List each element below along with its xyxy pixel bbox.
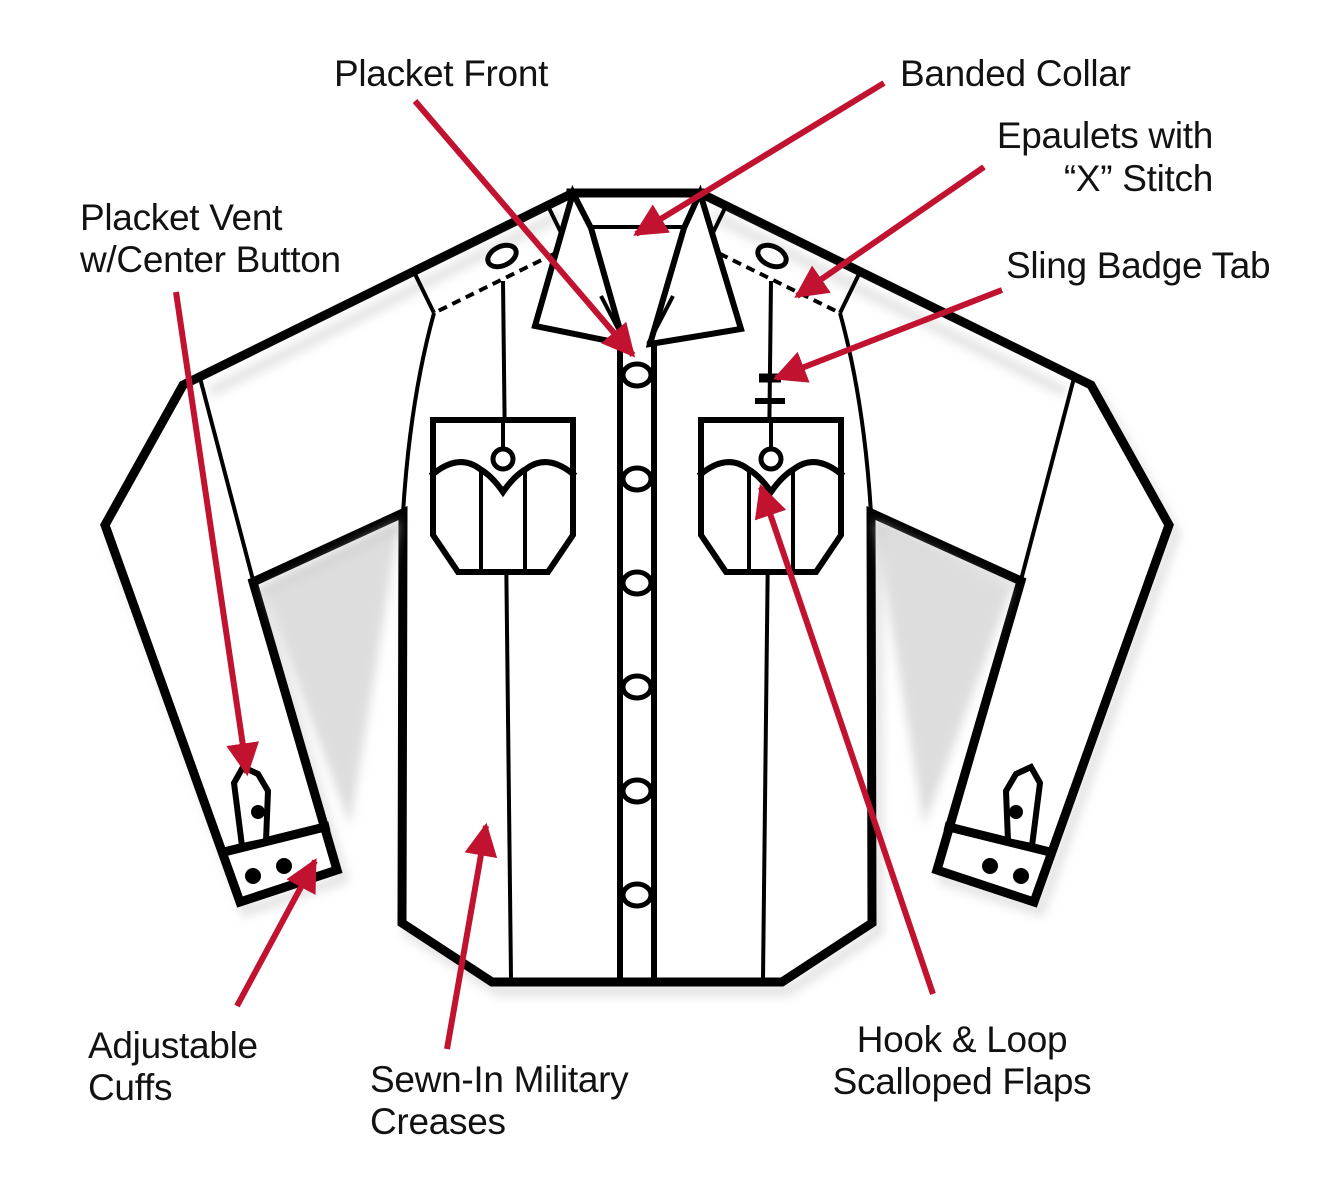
right-armhole-seam bbox=[838, 312, 873, 514]
label-epaulets-line2: “X” Stitch bbox=[1064, 158, 1213, 199]
label-placket-vent-line2: w/Center Button bbox=[79, 239, 341, 280]
label-sling-badge-tab: Sling Badge Tab bbox=[1006, 245, 1270, 286]
placket-front bbox=[617, 345, 657, 984]
placket-button bbox=[620, 673, 654, 701]
label-adjustable-cuffs-line2: Cuffs bbox=[88, 1067, 172, 1108]
arrow-scalloped-flaps-icon bbox=[754, 483, 936, 995]
right-pocket-button bbox=[758, 446, 784, 472]
shirt-drop-shadow bbox=[105, 197, 1181, 996]
arrow-sling-badge-tab-icon bbox=[772, 287, 1004, 383]
left-cuff-button bbox=[276, 858, 292, 874]
left-epaulet-seam-end bbox=[412, 271, 436, 314]
left-sleeve-fold-line bbox=[198, 377, 255, 581]
left-pocket bbox=[428, 417, 578, 575]
left-epaulet-stitch-edge bbox=[433, 245, 569, 315]
right-cuff-button bbox=[1013, 868, 1029, 884]
right-military-crease bbox=[761, 280, 773, 979]
right-epaulet-stitch-edge bbox=[705, 245, 841, 315]
label-scalloped-flaps-line1: Hook & Loop bbox=[857, 1019, 1068, 1060]
left-pocket-scalloped-flap bbox=[428, 459, 578, 498]
label-epaulets-line1: Epaulets with bbox=[997, 115, 1213, 156]
placket-button bbox=[620, 881, 654, 909]
neckline-right bbox=[646, 295, 675, 345]
arrow-banded-collar-icon bbox=[633, 80, 886, 237]
left-epaulet-buttonhole bbox=[485, 242, 519, 270]
right-vent-button bbox=[1009, 805, 1023, 819]
right-epaulet-buttonhole bbox=[755, 242, 789, 270]
right-underarm-shadow bbox=[874, 520, 1012, 826]
arrow-military-creases-icon bbox=[444, 822, 498, 1050]
label-military-creases-line2: Creases bbox=[370, 1101, 506, 1142]
callout-labels: Placket Front Banded Collar Epaulets wit… bbox=[79, 53, 1271, 1142]
right-pocket-pleat-lines bbox=[747, 470, 795, 570]
placket-button bbox=[620, 465, 654, 493]
left-pocket-pleat-lines bbox=[479, 470, 527, 570]
placket-button bbox=[620, 361, 654, 389]
label-military-creases-line1: Sewn-In Military bbox=[370, 1059, 629, 1100]
placket-button bbox=[620, 569, 654, 597]
right-epaulet-seam-end bbox=[838, 271, 862, 314]
label-adjustable-cuffs-line1: Adjustable bbox=[88, 1025, 258, 1066]
right-cuff bbox=[943, 763, 1052, 884]
right-sleeve-fold-line bbox=[1019, 377, 1076, 581]
left-placket-vent bbox=[230, 763, 272, 850]
label-placket-vent-line1: Placket Vent bbox=[80, 197, 283, 238]
placket-button bbox=[620, 777, 654, 805]
left-epaulet bbox=[412, 205, 570, 315]
callout-arrows bbox=[173, 80, 1004, 1050]
arrow-placket-front-icon bbox=[412, 99, 636, 358]
left-armhole-seam bbox=[401, 312, 436, 514]
left-underarm-shadow bbox=[262, 520, 400, 826]
right-cuff-button bbox=[982, 858, 998, 874]
arrow-placket-vent-icon bbox=[173, 291, 259, 777]
label-placket-front: Placket Front bbox=[334, 53, 549, 94]
label-scalloped-flaps-line2: Scalloped Flaps bbox=[833, 1061, 1092, 1102]
right-pocket bbox=[696, 417, 846, 575]
label-banded-collar: Banded Collar bbox=[900, 53, 1131, 94]
arrow-epaulets-icon bbox=[794, 164, 986, 299]
left-pocket-button bbox=[490, 446, 516, 472]
right-placket-vent bbox=[1002, 763, 1044, 850]
left-military-crease bbox=[501, 280, 513, 979]
left-vent-button bbox=[251, 805, 265, 819]
left-cuff-button bbox=[245, 868, 261, 884]
arrow-adjustable-cuffs-icon bbox=[234, 858, 318, 1008]
